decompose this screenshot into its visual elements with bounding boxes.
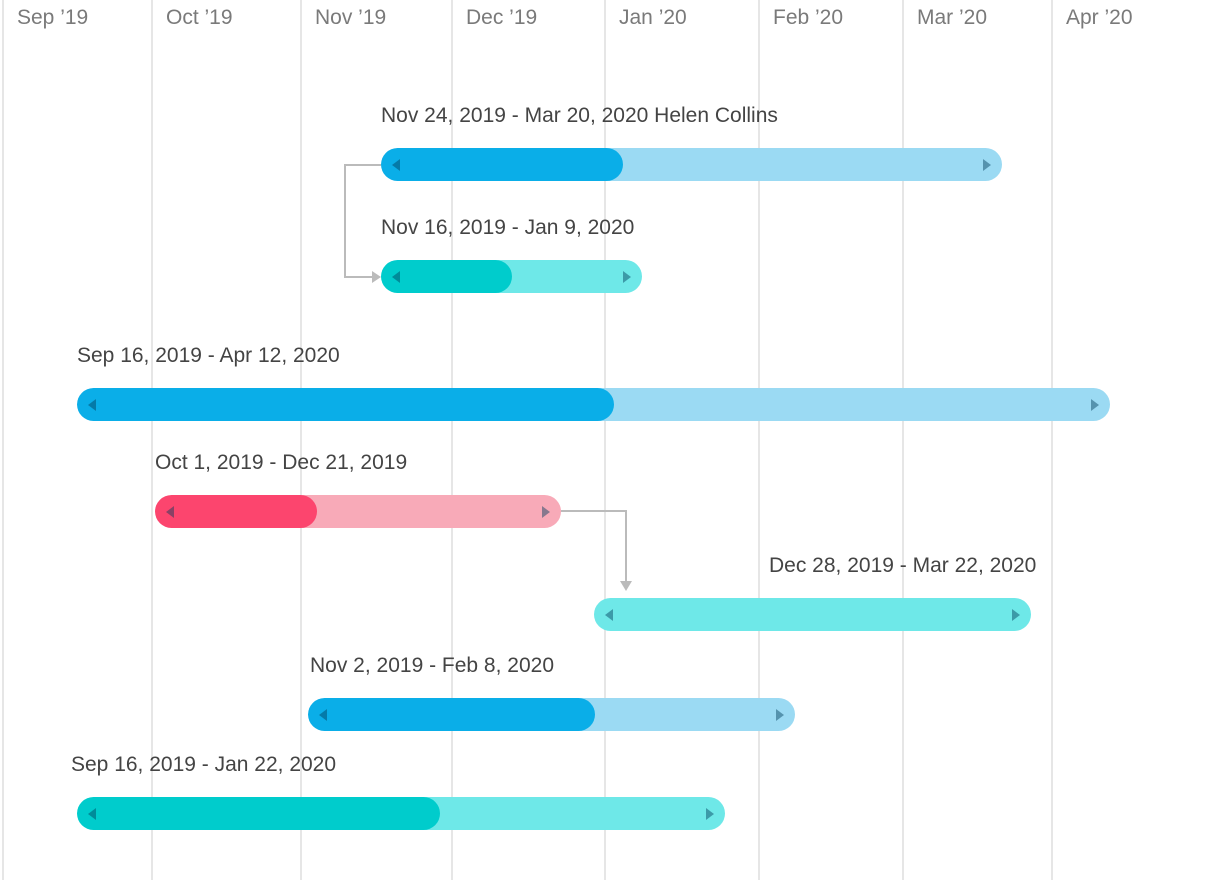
task-label: Oct 1, 2019 - Dec 21, 2019 (155, 451, 408, 474)
month-label: Mar ’20 (917, 6, 988, 29)
resize-right-handle-icon[interactable] (983, 159, 991, 171)
month-label: Jan ’20 (619, 6, 687, 29)
resize-right-handle-icon[interactable] (1091, 399, 1099, 411)
task-progress[interactable] (381, 148, 624, 181)
task-label: Nov 24, 2019 - Mar 20, 2020 Helen Collin… (381, 104, 778, 127)
task-progress[interactable] (77, 388, 615, 421)
task-bar[interactable] (155, 495, 561, 528)
task-bar[interactable] (381, 260, 642, 293)
month-label: Dec ’19 (466, 6, 538, 29)
month-gridline (604, 0, 606, 880)
resize-left-handle-icon[interactable] (88, 808, 96, 820)
month-gridline (300, 0, 302, 880)
month-gridline (758, 0, 760, 880)
resize-right-handle-icon[interactable] (542, 506, 550, 518)
resize-right-handle-icon[interactable] (706, 808, 714, 820)
task-label: Nov 16, 2019 - Jan 9, 2020 (381, 216, 635, 239)
task-label: Nov 2, 2019 - Feb 8, 2020 (310, 654, 554, 677)
task-label: Dec 28, 2019 - Mar 22, 2020 (769, 554, 1037, 577)
dependency-line[interactable] (344, 164, 381, 278)
resize-right-handle-icon[interactable] (623, 271, 631, 283)
task-progress[interactable] (381, 260, 512, 293)
month-label: Sep ’19 (17, 6, 89, 29)
month-label: Feb ’20 (773, 6, 844, 29)
task-bar[interactable] (77, 388, 1110, 421)
resize-left-handle-icon[interactable] (392, 159, 400, 171)
resize-right-handle-icon[interactable] (776, 709, 784, 721)
month-label: Apr ’20 (1066, 6, 1133, 29)
task-progress[interactable] (77, 797, 440, 830)
month-gridline (1051, 0, 1053, 880)
month-label: Nov ’19 (315, 6, 387, 29)
resize-left-handle-icon[interactable] (166, 506, 174, 518)
month-gridline (902, 0, 904, 880)
task-label: Sep 16, 2019 - Apr 12, 2020 (77, 344, 340, 367)
resize-left-handle-icon[interactable] (319, 709, 327, 721)
resize-left-handle-icon[interactable] (605, 609, 613, 621)
dependency-line[interactable] (561, 510, 627, 583)
task-bar[interactable] (594, 598, 1031, 631)
month-gridline (2, 0, 4, 880)
task-bar[interactable] (381, 148, 1002, 181)
month-gridline (451, 0, 453, 880)
task-progress[interactable] (308, 698, 596, 731)
resize-left-handle-icon[interactable] (88, 399, 96, 411)
task-label: Sep 16, 2019 - Jan 22, 2020 (71, 753, 337, 776)
task-bar[interactable] (308, 698, 795, 731)
task-bar[interactable] (77, 797, 725, 830)
month-label: Oct ’19 (166, 6, 233, 29)
resize-right-handle-icon[interactable] (1012, 609, 1020, 621)
arrowhead-icon (372, 271, 381, 283)
month-gridline (151, 0, 153, 880)
task-progress[interactable] (155, 495, 318, 528)
arrowhead-icon (620, 581, 632, 591)
resize-left-handle-icon[interactable] (392, 271, 400, 283)
